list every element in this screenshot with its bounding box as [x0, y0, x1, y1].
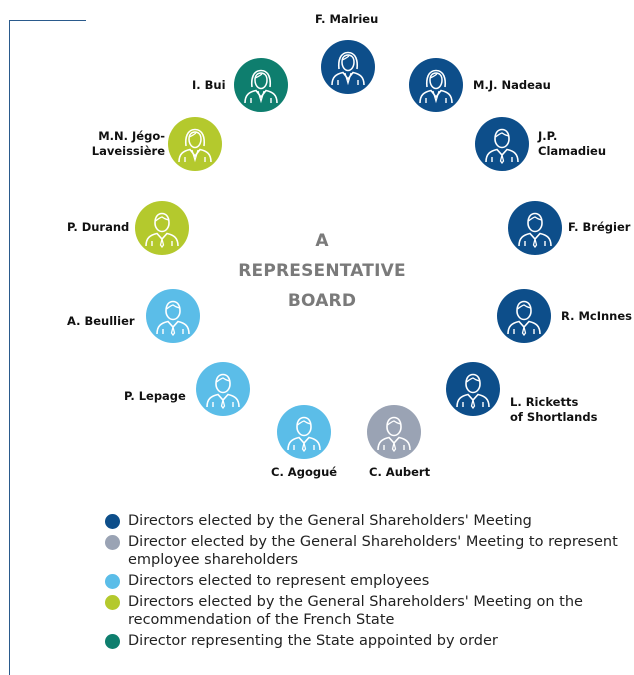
diagram-title: A REPRESENTATIVE BOARD: [238, 231, 406, 311]
director-label-ricketts-2: of Shortlands: [510, 410, 598, 424]
director-label-mcinnes: R. McInnes: [561, 309, 632, 323]
director-label-clamadieu-2: Clamadieu: [538, 144, 607, 158]
person-woman-icon: [241, 65, 281, 105]
person-man-icon: [284, 412, 324, 452]
director-label-durand: P. Durand: [67, 220, 130, 234]
person-man-icon: [203, 369, 243, 409]
director-label-jego-2: Laveissière: [91, 144, 165, 158]
person-man-icon: [504, 296, 544, 336]
legend-dot-grey: [105, 535, 120, 550]
director-node-nadeau: [409, 58, 463, 112]
director-node-jego-laveissiere: [168, 117, 222, 171]
legend-text: Directors elected by the General Shareho…: [128, 594, 583, 628]
person-woman-icon: [416, 65, 456, 105]
director-label-jego-1: M.N. Jégo-: [98, 129, 165, 143]
legend-item: Directors elected by the General Shareho…: [105, 593, 625, 629]
legend-item: Directors elected to represent employees: [105, 572, 625, 590]
director-node-bregier: [508, 201, 562, 255]
director-node-clamadieu: [475, 117, 529, 171]
director-node-beullier: [146, 289, 200, 343]
director-node-ricketts: [446, 362, 500, 416]
legend-text: Director representing the State appointe…: [128, 633, 498, 649]
person-man-icon: [153, 296, 193, 336]
legend-dot-teal: [105, 634, 120, 649]
director-label-aubert: C. Aubert: [369, 465, 431, 479]
director-node-mcinnes: [497, 289, 551, 343]
director-label-nadeau: M.J. Nadeau: [473, 78, 551, 92]
director-node-agogue: [277, 405, 331, 459]
legend-dot-dark-blue: [105, 514, 120, 529]
person-man-icon: [374, 412, 414, 452]
director-label-bui: I. Bui: [192, 78, 226, 92]
legend: Directors elected by the General Shareho…: [105, 512, 625, 653]
legend-item: Directors elected by the General Shareho…: [105, 512, 625, 530]
director-label-clamadieu-1: J.P.: [538, 129, 558, 143]
director-label-malrieu: F. Malrieu: [315, 12, 379, 26]
director-node-lepage: [196, 362, 250, 416]
legend-dot-light-blue: [105, 574, 120, 589]
director-node-bui: [234, 58, 288, 112]
person-woman-icon: [175, 124, 215, 164]
director-label-bregier: F. Brégier: [568, 220, 631, 234]
legend-item: Director representing the State appointe…: [105, 632, 625, 650]
person-woman-icon: [328, 47, 368, 87]
person-man-icon: [142, 208, 182, 248]
director-label-agogue: C. Agogué: [271, 465, 338, 479]
legend-text: Director elected by the General Sharehol…: [128, 534, 618, 568]
person-man-icon: [453, 369, 493, 409]
legend-dot-lime: [105, 595, 120, 610]
legend-text: Directors elected by the General Shareho…: [128, 513, 532, 529]
person-man-icon: [515, 208, 555, 248]
frame-left-line: [9, 20, 10, 675]
director-label-lepage: P. Lepage: [124, 389, 186, 403]
director-node-aubert: [367, 405, 421, 459]
frame-top-line: [9, 20, 86, 21]
legend-text: Directors elected to represent employees: [128, 573, 430, 589]
director-node-malrieu: [321, 40, 375, 94]
director-node-durand: [135, 201, 189, 255]
person-man-icon: [482, 124, 522, 164]
director-label-ricketts-1: L. Ricketts: [510, 395, 579, 409]
director-label-beullier: A. Beullier: [67, 314, 135, 328]
legend-item: Director elected by the General Sharehol…: [105, 533, 625, 569]
